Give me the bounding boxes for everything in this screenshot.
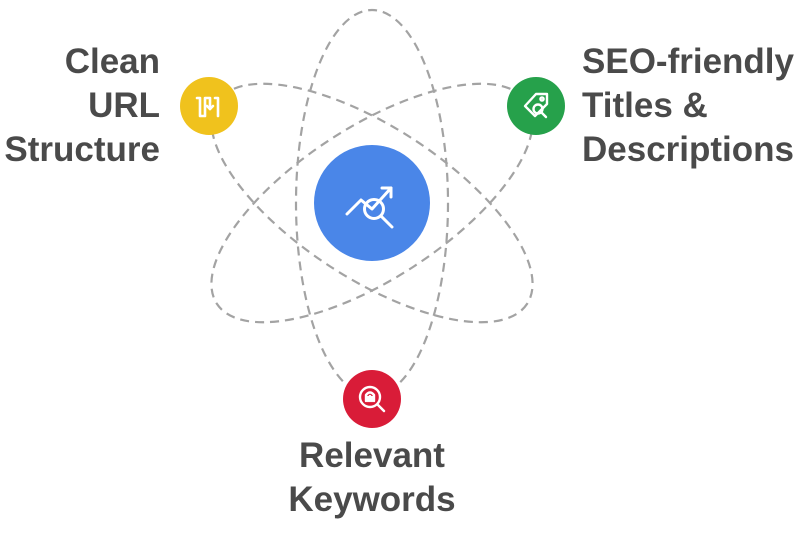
seo-titles-label: SEO-friendly Titles & Descriptions [582,40,794,172]
label-line: Keywords [288,480,456,519]
keywords-node [343,370,401,428]
url-path-icon [195,96,220,118]
seo-analytics-icon [345,186,394,229]
url-structure-label: Clean URL Structure [4,40,160,172]
label-line: Relevant [299,436,445,475]
orbit-vertical [294,8,450,398]
label-line: Structure [4,130,160,169]
label-line: Clean [64,42,160,81]
label-line: URL [88,86,160,125]
label-line: Descriptions [582,130,794,169]
keyword-search-icon [358,385,386,413]
center-seo-node [314,145,430,261]
tag-search-icon [523,92,549,119]
keywords-label: Relevant Keywords [212,434,532,522]
url-structure-node [180,77,238,135]
label-line: Titles & [582,86,708,125]
seo-titles-node [507,77,565,135]
label-line: SEO-friendly [582,42,794,81]
